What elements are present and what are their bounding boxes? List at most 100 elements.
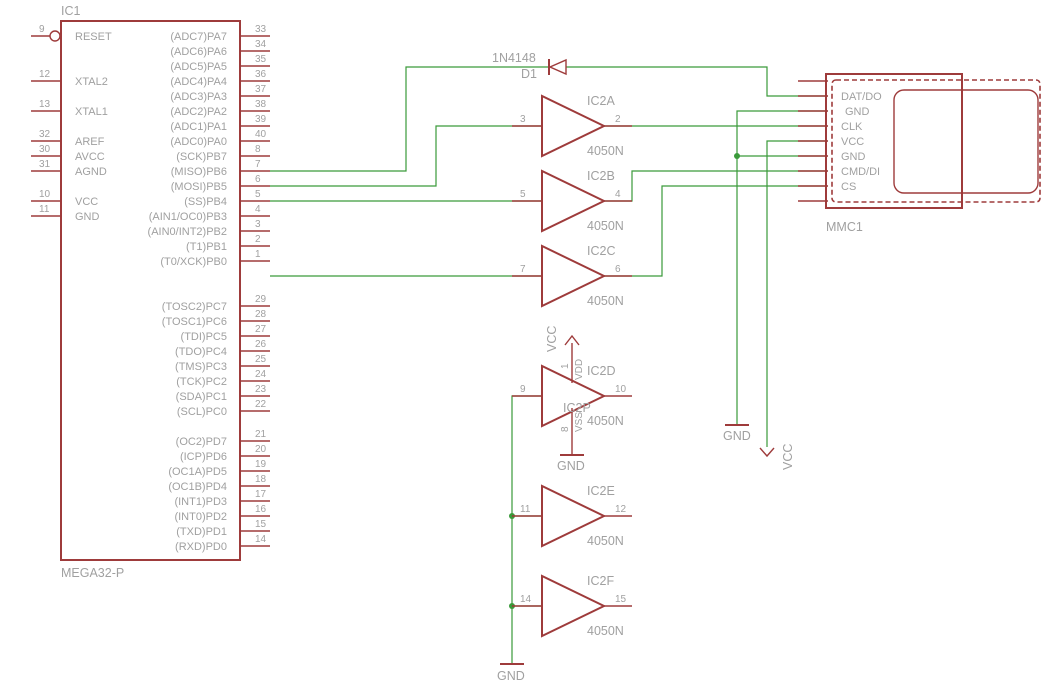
buffer-in-pin-num: 14: [520, 594, 532, 605]
ic1-left-pin-num: 10: [39, 189, 51, 200]
ic1-right-pin-num: 35: [255, 54, 267, 65]
ic1-right-pin-num: 29: [255, 294, 267, 305]
ic1-right-pin-num: 23: [255, 384, 267, 395]
ic1-left-pin-label: XTAL2: [75, 76, 108, 88]
ic1-right-pin-num: 25: [255, 354, 267, 365]
ic1-right-pin-label: (TMS)PC3: [175, 361, 227, 373]
mmc-pin-label: CS: [841, 181, 856, 193]
vdd-label: VDD: [574, 359, 585, 380]
ic1-right-pin-num: 19: [255, 459, 267, 470]
diode-value: 1N4148: [492, 51, 536, 65]
ic1-right-pin-label: (OC1B)PD4: [168, 481, 227, 493]
buffer-in-pin-num: 5: [520, 189, 526, 200]
mmc-pin-label: VCC: [841, 136, 864, 148]
ic1-left-pin-label: RESET: [75, 31, 112, 43]
buffer-in-pin-num: 3: [520, 114, 526, 125]
ic1-right-pin-num: 22: [255, 399, 267, 410]
ic1-left-pin-label: VCC: [75, 196, 98, 208]
ic1-right-pin-label: (ADC3)PA3: [170, 91, 227, 103]
ic1-right-pin-num: 6: [255, 174, 261, 185]
ic1-right-pins: 33(ADC7)PA734(ADC6)PA635(ADC5)PA536(ADC4…: [148, 24, 270, 553]
junction-gnd: [734, 153, 740, 159]
ic1-right-pin-label: (ADC7)PA7: [170, 31, 227, 43]
buffer-out-pin-num: 12: [615, 504, 627, 515]
wire-mmc-vcc: [766, 140, 828, 447]
wires: [270, 66, 828, 663]
ic1-right-pin-label: (INT0)PD2: [174, 511, 227, 523]
ic2p-power-unit: IC2P VDD 1 VSS 8 VCC GND: [545, 326, 591, 473]
ic1-value: MEGA32-P: [61, 566, 124, 580]
wire-unused-inputs: [511, 395, 542, 663]
vdd-arrow: [564, 334, 580, 346]
ic1-right-pin-label: (SCK)PB7: [176, 151, 227, 163]
ic1-right-pin-label: (T0/XCK)PB0: [160, 256, 227, 268]
ic1-right-pin-label: (OC2)PD7: [176, 436, 227, 448]
ic1-left-pin-num: 12: [39, 69, 51, 80]
ic1-right-pin-num: 1: [255, 249, 261, 260]
ic1-right-pin-num: 18: [255, 474, 267, 485]
ic1-left-pin-num: 9: [39, 24, 45, 35]
gnd-label-inputs: GND: [497, 669, 525, 683]
ic1-left-pin-label: GND: [75, 211, 100, 223]
ic1-mega32: IC1 MEGA32-P 9RESET12XTAL213XTAL132AREF3…: [31, 4, 270, 580]
buffer-out-pin-num: 6: [615, 264, 621, 275]
ic1-right-pin-num: 4: [255, 204, 261, 215]
ic1-right-pin-label: (SCL)PC0: [177, 406, 227, 418]
ic1-right-pin-num: 20: [255, 444, 267, 455]
mmc-pin-label: CLK: [841, 121, 863, 133]
buffer-name: IC2E: [587, 484, 615, 498]
ic1-right-pin-label: (ICP)PD6: [180, 451, 227, 463]
ic1-right-pin-label: (ADC6)PA6: [170, 46, 227, 58]
ic1-left-pin-label: XTAL1: [75, 106, 108, 118]
ic1-right-pin-num: 28: [255, 309, 267, 320]
buffer-in-pin-num: 9: [520, 384, 526, 395]
vcc-label-mmc: VCC: [781, 444, 795, 470]
wire-pb6-to-diode: [270, 66, 548, 172]
mmc-card-shape: [893, 89, 1039, 194]
ic1-right-pin-num: 24: [255, 369, 267, 380]
buffer-name: IC2F: [587, 574, 614, 588]
ic1-left-pin-label: AGND: [75, 166, 107, 178]
vcc-arrow-mmc: [759, 447, 775, 458]
ic1-left-pin-label: AREF: [75, 136, 105, 148]
ic1-right-pin-num: 14: [255, 534, 267, 545]
supply-symbols: GND VCC GND: [497, 424, 795, 683]
ic2p-name: IC2P: [563, 401, 591, 415]
ic1-right-pin-label: (MOSI)PB5: [171, 181, 227, 193]
ic2p-vcc-label: VCC: [545, 326, 559, 352]
buffer-value: 4050N: [587, 624, 624, 638]
ic1-right-pin-label: (ADC1)PA1: [170, 121, 227, 133]
vdd-pin-num: 1: [560, 363, 571, 369]
wire-ic2c-to-cs: [604, 185, 828, 277]
vss-label: VSS: [574, 412, 585, 432]
reset-inversion-bubble: [49, 30, 61, 42]
ic1-right-pin-label: (TOSC2)PC7: [162, 301, 227, 313]
ic1-right-pin-num: 21: [255, 429, 267, 440]
mmc-pin-label: DAT/DO: [841, 91, 882, 103]
ic1-right-pin-num: 15: [255, 519, 267, 530]
ic1-right-pin-num: 5: [255, 189, 261, 200]
mmc-outline: [831, 79, 1041, 203]
ic1-right-pin-label: (AIN1/OC0)PB3: [149, 211, 227, 223]
ic1-left-pin-label: AVCC: [75, 151, 105, 163]
mmc-pin-label: GND: [845, 106, 870, 118]
wire-diode-to-dat: [566, 66, 828, 97]
buffer-in-pin-num: 7: [520, 264, 526, 275]
buffer-value: 4050N: [587, 219, 624, 233]
wire-pb7-to-ic2a: [270, 125, 542, 187]
ic1-body: [60, 20, 241, 561]
ic1-left-pin-num: 31: [39, 159, 51, 170]
ic1-right-pin-num: 27: [255, 324, 267, 335]
buffer-out-pin-num: 10: [615, 384, 627, 395]
ic1-right-pin-label: (TDI)PC5: [181, 331, 227, 343]
ic1-right-pin-label: (MISO)PB6: [171, 166, 227, 178]
wire-mmc-gnd: [736, 110, 828, 425]
ic1-right-pin-num: 37: [255, 84, 267, 95]
ic1-right-pin-num: 7: [255, 159, 261, 170]
buffer-value: 4050N: [587, 534, 624, 548]
diode-name: D1: [521, 67, 537, 81]
